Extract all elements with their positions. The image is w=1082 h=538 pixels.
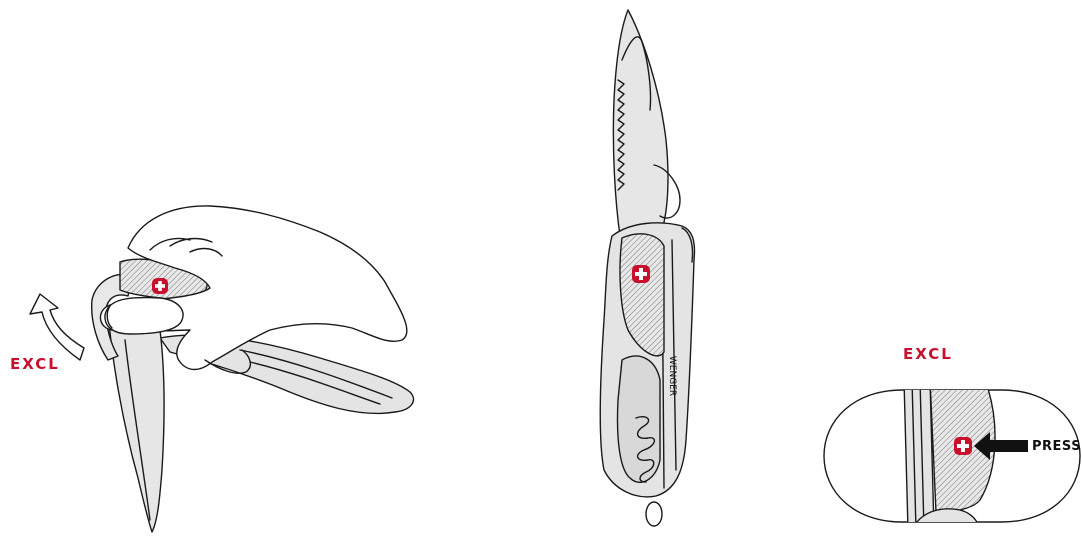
curved-arrow-icon <box>30 294 84 360</box>
panel-hand-opening <box>30 206 414 532</box>
excl-label-left: EXCL <box>10 355 60 373</box>
panel-press-detail <box>824 380 1080 538</box>
swiss-cross-icon <box>152 278 168 294</box>
panel-open-knife: WENGER <box>600 10 694 526</box>
press-label: PRESS <box>1032 439 1081 454</box>
swiss-cross-icon <box>954 437 972 455</box>
brand-text: WENGER <box>667 356 677 396</box>
swiss-cross-icon <box>632 265 650 283</box>
excl-label-right: EXCL <box>903 345 953 363</box>
